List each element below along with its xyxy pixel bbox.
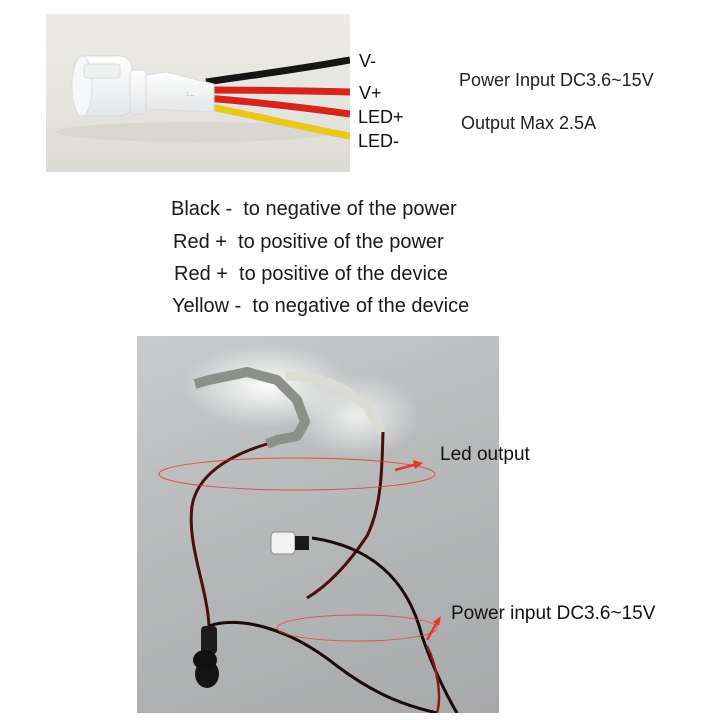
wire-label-led-plus: LED+ — [358, 107, 404, 127]
instruction-red-device: Red + to positive of the device — [174, 263, 449, 285]
instruction-black: Black - to negative of the power — [171, 198, 457, 220]
spec-output-max: Output Max 2.5A — [461, 113, 597, 133]
wire-label-v-minus: V- — [359, 51, 377, 71]
sensor-switch-illustration: :: .. — [56, 55, 350, 142]
instruction-red-power: Red + to positive of the power — [173, 231, 444, 253]
wire-label-v-plus: V+ — [359, 83, 382, 103]
callout-power-input: Power input DC3.6~15V — [451, 603, 656, 624]
svg-text::: ..: :: .. — [186, 92, 195, 98]
spec-power-input: Power Input DC3.6~15V — [459, 70, 654, 90]
wire-label-led-minus: LED- — [358, 131, 400, 151]
sensor-switch-photo: :: .. — [46, 14, 350, 172]
demo-photo — [137, 336, 499, 713]
callout-led-output: Led output — [440, 444, 530, 465]
instruction-yellow: Yellow - to negative of the device — [172, 295, 470, 317]
demo-illustration — [158, 367, 459, 713]
